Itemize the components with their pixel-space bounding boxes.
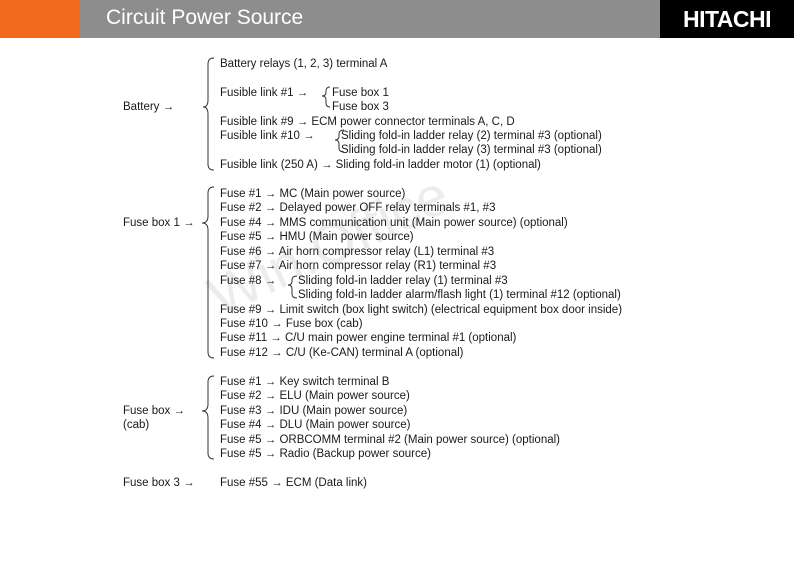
battery-label: Battery → xyxy=(123,101,175,113)
fusebox1-line-12: Fuse #11 → C/U main power engine termina… xyxy=(220,332,517,344)
header-accent xyxy=(0,0,80,38)
brace-fuse-8 xyxy=(287,275,298,299)
battery-line-5: Fusible link #9 → ECM power connector te… xyxy=(220,116,515,128)
page-title: Circuit Power Source xyxy=(106,6,304,29)
fusebox1-line-2: Fuse #2 → Delayed power OFF relay termin… xyxy=(220,202,496,214)
fusebox1-line-9: Sliding fold-in ladder alarm/flash light… xyxy=(298,289,621,301)
fusebox1-line-10: Fuse #9 → Limit switch (box light switch… xyxy=(220,304,623,316)
battery-line-9: Fusible link (250 A) → Sliding fold-in l… xyxy=(220,159,541,171)
fuseboxcab-line-4: Fuse #4 → DLU (Main power source) xyxy=(220,419,411,431)
brace-fusible-link-1 xyxy=(321,86,331,108)
fuseboxcab-label: Fuse box → xyxy=(123,405,185,417)
fusebox1-line-1: Fuse #1 → MC (Main power source) xyxy=(220,188,406,200)
fuseboxcab-line-3: Fuse #3 → IDU (Main power source) xyxy=(220,405,408,417)
brace-fusible-link-10 xyxy=(334,129,345,153)
battery-line-3: Fuse box 1 xyxy=(332,87,389,99)
fusebox1-line-6: Fuse #7 → Air horn compressor relay (R1)… xyxy=(220,260,497,272)
battery-line-8: Sliding fold-in ladder relay (3) termina… xyxy=(341,144,602,156)
battery-line-2: Fusible link #1 → xyxy=(220,87,309,99)
fusebox1-line-4: Fuse #5 → HMU (Main power source) xyxy=(220,231,414,243)
fuseboxcab-line-5: Fuse #5 → ORBCOMM terminal #2 (Main powe… xyxy=(220,434,561,446)
brace-fuseboxcab xyxy=(201,375,215,460)
fusebox1-line-5: Fuse #6 → Air horn compressor relay (L1)… xyxy=(220,246,495,258)
fusebox1-line-3: Fuse #4 → MMS communication unit (Main p… xyxy=(220,217,568,229)
battery-line-7: Sliding fold-in ladder relay (2) termina… xyxy=(341,130,602,142)
header-bar: Circuit Power Source HITACHI xyxy=(0,0,794,38)
fuseboxcab-line-2: Fuse #2 → ELU (Main power source) xyxy=(220,390,410,402)
fusebox3-line-1: Fuse #55 → ECM (Data link) xyxy=(220,477,367,489)
fusebox1-line-8: Sliding fold-in ladder relay (1) termina… xyxy=(298,275,508,287)
fusebox1-line-11: Fuse #10 → Fuse box (cab) xyxy=(220,318,363,330)
fuseboxcab-label-2: (cab) xyxy=(123,419,150,431)
battery-line-6: Fusible link #10 → xyxy=(220,130,315,142)
brand-logo: HITACHI xyxy=(660,0,794,38)
fusebox3-label: Fuse box 3 → xyxy=(123,477,195,489)
brace-fusebox1 xyxy=(201,186,215,359)
brace-battery xyxy=(202,57,215,171)
fusebox1-label: Fuse box 1 → xyxy=(123,217,195,229)
fusebox1-line-13: Fuse #12 → C/U (Ke-CAN) terminal A (opti… xyxy=(220,347,464,359)
fuseboxcab-line-1: Fuse #1 → Key switch terminal B xyxy=(220,376,390,388)
battery-line-1: Battery relays (1, 2, 3) terminal A xyxy=(220,58,388,70)
battery-line-4: Fuse box 3 xyxy=(332,101,389,113)
fuseboxcab-line-6: Fuse #5 → Radio (Backup power source) xyxy=(220,448,431,460)
fusebox1-line-7: Fuse #8 → xyxy=(220,275,277,287)
